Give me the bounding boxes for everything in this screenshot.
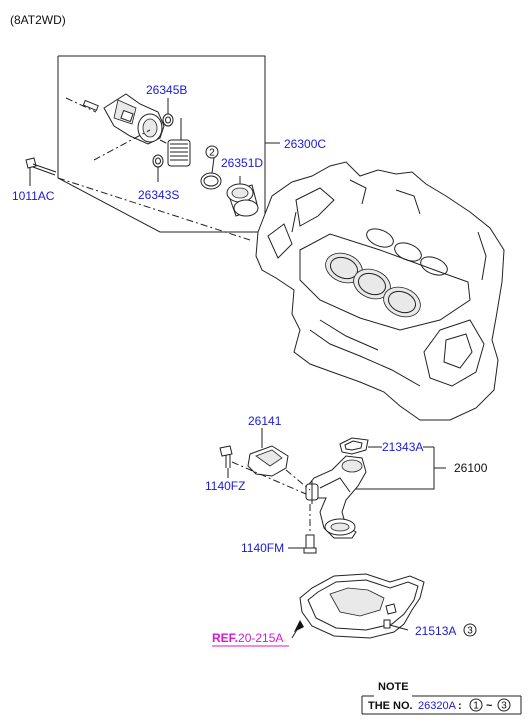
circle-number-3: 3 xyxy=(467,626,473,637)
bracket-26100 xyxy=(344,447,435,490)
note-heading: NOTE xyxy=(378,681,409,693)
o-ring-26351D xyxy=(200,157,222,190)
oil-filter-element xyxy=(159,118,191,167)
engine-cylinder-block xyxy=(255,161,505,421)
circle-marker-3 xyxy=(463,623,477,637)
note-separator: : xyxy=(458,700,462,712)
circle-marker-2 xyxy=(205,145,219,159)
note-from: 1 xyxy=(473,701,479,712)
label-1140FZ[interactable]: 1140FZ xyxy=(205,479,245,493)
bolt-1011AC xyxy=(25,157,251,241)
filter-bolt-pins xyxy=(65,97,99,113)
note-prefix: THE NO. xyxy=(368,700,413,712)
o-ring-26345B xyxy=(162,98,174,127)
note-number[interactable]: 26320A xyxy=(418,700,457,712)
note-to-circle xyxy=(497,698,511,712)
o-ring-26343S xyxy=(152,154,164,182)
label-26345B[interactable]: 26345B xyxy=(146,83,187,97)
oil-filter-housing xyxy=(103,93,165,145)
filter-centerline xyxy=(93,129,151,161)
note-tilde: ~ xyxy=(486,700,493,712)
ref-label[interactable]: REF.20-215A xyxy=(212,631,283,645)
label-26300C[interactable]: 26300C xyxy=(284,137,326,151)
label-26343S[interactable]: 26343S xyxy=(138,188,179,202)
note-from-circle xyxy=(469,698,483,712)
cover-26141 xyxy=(247,428,311,491)
oil-pump-assembly xyxy=(305,455,367,539)
label-26141[interactable]: 26141 xyxy=(248,414,282,428)
label-26100[interactable]: 26100 xyxy=(454,461,488,475)
ref-arrow-head xyxy=(294,620,304,632)
label-1140FM[interactable]: 1140FM xyxy=(241,541,284,555)
label-1011AC[interactable]: 1011AC xyxy=(12,189,55,203)
ref-number: 20-215A xyxy=(238,631,283,645)
label-26351D[interactable]: 26351D xyxy=(221,156,263,170)
gasket-21343A xyxy=(339,437,382,455)
ref-prefix: REF. xyxy=(212,631,238,645)
oil-filter-cap xyxy=(226,176,259,217)
note-to: 3 xyxy=(501,701,507,712)
bolt-1140FM xyxy=(288,504,317,554)
filter-group-bracket xyxy=(57,55,266,233)
circle-number-2: 2 xyxy=(209,148,215,159)
variant-label: (8AT2WD) xyxy=(10,13,66,27)
label-21513A[interactable]: 21513A xyxy=(415,624,456,638)
oil-filter-assembly-group xyxy=(57,55,280,233)
oil-pan xyxy=(291,573,425,639)
bolt-1140FZ xyxy=(219,445,307,495)
label-21343A[interactable]: 21343A xyxy=(382,440,423,454)
note-box: NOTE THE NO. 26320A : 1 ~ 3 xyxy=(361,681,522,715)
